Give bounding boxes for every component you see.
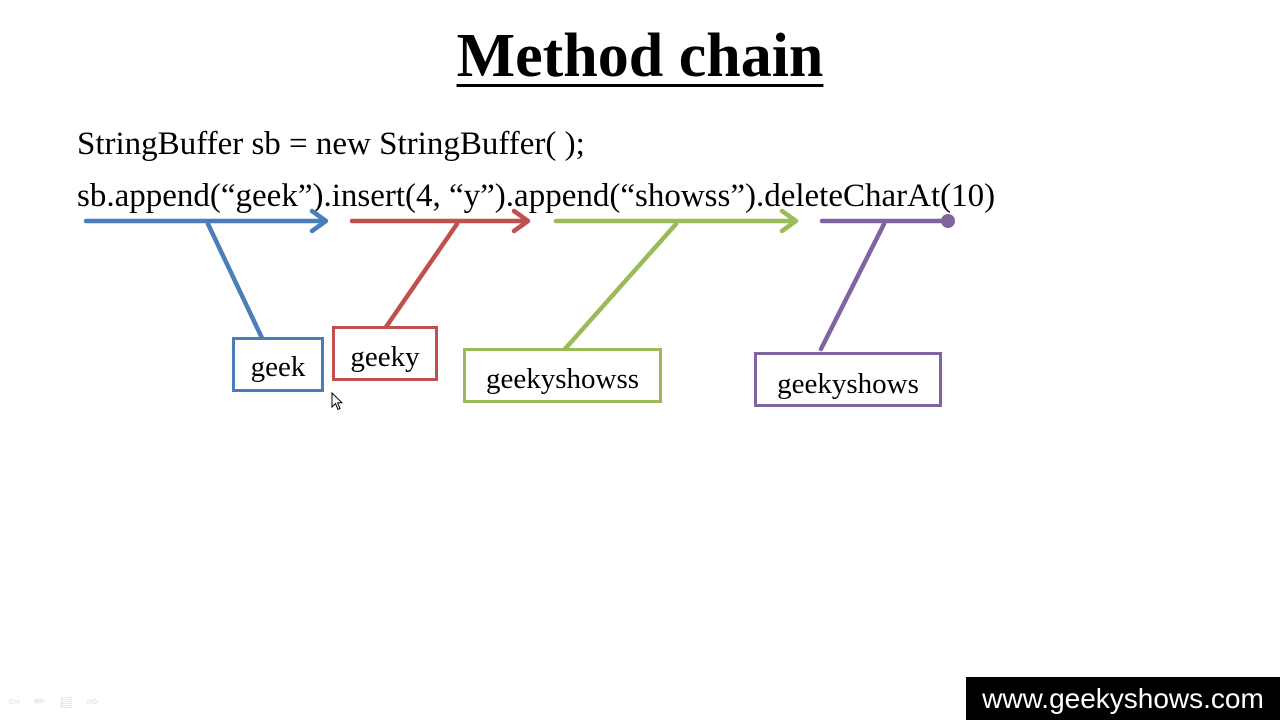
- insert-y-leader-line: [383, 221, 460, 330]
- delete-char-at-endpoint: [941, 214, 955, 228]
- delete-char-at-leader-line: [818, 221, 887, 352]
- append-showss-arrowhead: [779, 208, 799, 234]
- code-line-method-chain: sb.append(“geek”).insert(4, “y”).append(…: [77, 178, 996, 214]
- result-box-geekyshowss: geekyshowss: [463, 348, 662, 403]
- insert-y-arrowhead: [511, 208, 531, 234]
- delete-char-at-connector: [818, 218, 949, 352]
- result-box-geek: geek: [232, 337, 324, 392]
- append-showss-leader-line: [562, 221, 679, 352]
- append-geek-arrowhead: [309, 208, 329, 234]
- code-line-declaration: StringBuffer sb = new StringBuffer( );: [77, 126, 585, 162]
- slide-title: Method chain: [0, 18, 1280, 94]
- previous-slide-icon[interactable]: ⇦: [8, 694, 20, 710]
- pen-icon[interactable]: ✏: [33, 694, 46, 710]
- slideshow-controls: ⇦ ✏ ▤ ⇨: [8, 692, 123, 712]
- result-box-geeky: geeky: [332, 326, 438, 381]
- next-slide-icon[interactable]: ⇨: [86, 694, 99, 710]
- insert-y-connector: [349, 208, 531, 330]
- slide-title-text: Method chain: [456, 22, 824, 90]
- append-geek-connector: [83, 208, 329, 341]
- append-showss-connector: [553, 208, 799, 352]
- website-watermark: www.geekyshows.com: [966, 677, 1280, 720]
- append-geek-leader-line: [205, 221, 265, 341]
- slide-menu-icon[interactable]: ▤: [59, 694, 73, 710]
- result-box-geekyshows: geekyshows: [754, 352, 942, 407]
- mouse-pointer-icon: [331, 392, 343, 411]
